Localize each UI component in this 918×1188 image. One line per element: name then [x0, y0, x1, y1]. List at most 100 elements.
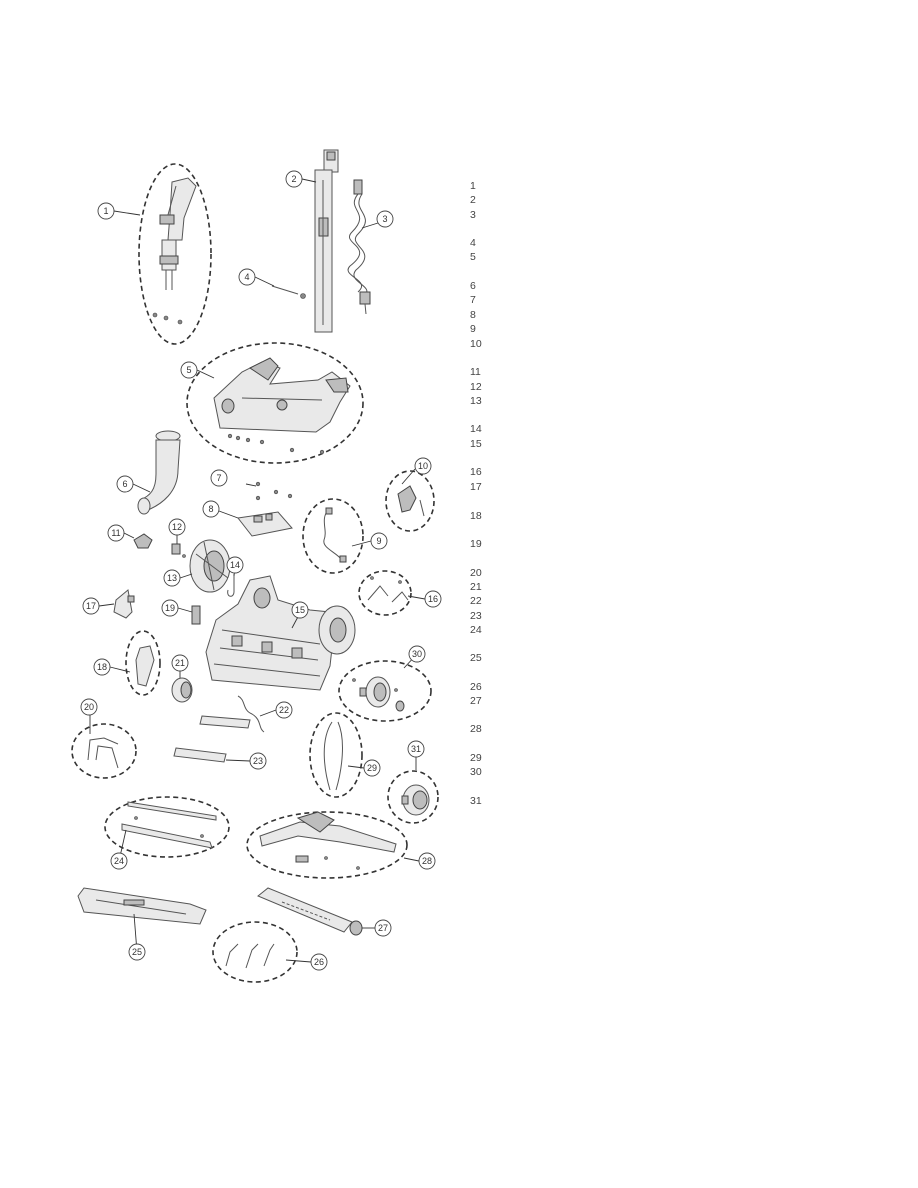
parts-list-number: 28: [470, 723, 482, 735]
parts-list-number: 6: [470, 280, 476, 292]
group-outline-28: [246, 811, 408, 879]
svg-text:13: 13: [167, 573, 177, 583]
callout-12[interactable]: 12: [168, 518, 186, 536]
callout-bubbles: 1 2 3 4 5 6 7 8 9 10 11 12 13 14 15 16 1…: [80, 170, 442, 971]
callout-16[interactable]: 16: [424, 590, 442, 608]
group-outline-31: [387, 770, 439, 824]
svg-text:7: 7: [216, 473, 221, 483]
callout-30[interactable]: 30: [408, 645, 426, 663]
group-outline-5: [186, 342, 364, 464]
callout-31[interactable]: 31: [407, 740, 425, 758]
parts-list-number: 20: [470, 567, 482, 579]
part-blades-24: [121, 801, 217, 849]
group-outline-16: [358, 570, 412, 616]
parts-list-number: 24: [470, 624, 482, 636]
parts-list-number: 30: [470, 766, 482, 778]
part-handle-grip: [152, 177, 197, 325]
parts-list-number: 27: [470, 695, 482, 707]
callout-7[interactable]: 7: [210, 469, 228, 487]
part-pulley-21: [171, 677, 193, 703]
parts-list-number: 25: [470, 652, 482, 664]
callout-17[interactable]: 17: [82, 597, 100, 615]
part-springs-26: [225, 943, 275, 969]
parts-list-number: 22: [470, 595, 482, 607]
callout-21[interactable]: 21: [171, 654, 189, 672]
callout-29[interactable]: 29: [363, 759, 381, 777]
svg-text:25: 25: [132, 947, 142, 957]
callout-19[interactable]: 19: [161, 599, 179, 617]
callout-8[interactable]: 8: [202, 500, 220, 518]
callout-4[interactable]: 4: [238, 268, 256, 286]
callout-1[interactable]: 1: [97, 202, 115, 220]
callout-3[interactable]: 3: [376, 210, 394, 228]
svg-text:2: 2: [291, 174, 296, 184]
svg-text:23: 23: [253, 756, 263, 766]
svg-text:29: 29: [367, 763, 377, 773]
callout-5[interactable]: 5: [180, 361, 198, 379]
part-door-19: [191, 605, 201, 625]
callout-15[interactable]: 15: [291, 601, 309, 619]
svg-text:20: 20: [84, 702, 94, 712]
part-screws-7: [255, 481, 293, 501]
parts-list-number: 8: [470, 309, 476, 321]
svg-text:11: 11: [111, 528, 120, 538]
svg-text:26: 26: [314, 957, 324, 967]
svg-text:17: 17: [86, 601, 96, 611]
svg-text:24: 24: [114, 856, 124, 866]
callout-25[interactable]: 25: [128, 943, 146, 961]
svg-text:18: 18: [97, 662, 107, 672]
svg-text:6: 6: [122, 479, 127, 489]
callout-22[interactable]: 22: [275, 701, 293, 719]
parts-list-number: 4: [470, 237, 476, 249]
parts-list-number: 29: [470, 752, 482, 764]
part-bracket-11: [133, 533, 153, 549]
group-outline-18: [125, 630, 161, 696]
part-wire-harness: [323, 507, 347, 563]
svg-text:30: 30: [412, 649, 422, 659]
callout-18[interactable]: 18: [93, 658, 111, 676]
parts-list-number: 16: [470, 466, 482, 478]
svg-text:8: 8: [208, 504, 213, 514]
svg-text:14: 14: [230, 560, 240, 570]
callout-14[interactable]: 14: [226, 556, 244, 574]
svg-text:22: 22: [279, 705, 289, 715]
callout-11[interactable]: 11: [107, 524, 125, 542]
callout-2[interactable]: 2: [285, 170, 303, 188]
part-pedal-18: [135, 645, 155, 687]
parts-list-number: 23: [470, 610, 482, 622]
callout-13[interactable]: 13: [163, 569, 181, 587]
svg-text:16: 16: [428, 594, 438, 604]
callout-10[interactable]: 10: [414, 457, 432, 475]
group-outline-26: [212, 921, 298, 983]
part-drawings: [77, 149, 430, 969]
callout-28[interactable]: 28: [418, 852, 436, 870]
group-outline-24: [104, 796, 230, 858]
svg-text:19: 19: [165, 603, 175, 613]
callout-6[interactable]: 6: [116, 475, 134, 493]
part-pin: [271, 285, 306, 299]
callout-20[interactable]: 20: [80, 698, 98, 716]
callout-23[interactable]: 23: [249, 752, 267, 770]
group-outline-9: [302, 498, 364, 574]
callout-24[interactable]: 24: [110, 852, 128, 870]
part-bracket-20: [87, 737, 119, 769]
callout-9[interactable]: 9: [370, 532, 388, 550]
part-clip-10: [397, 485, 425, 517]
svg-text:1: 1: [103, 206, 108, 216]
part-elbow-hose: [137, 430, 181, 515]
parts-list-number: 1: [470, 180, 476, 192]
group-outlines: [71, 163, 439, 983]
part-switch-12: [171, 543, 186, 558]
parts-list-number: 13: [470, 395, 482, 407]
parts-list-number: 3: [470, 209, 476, 221]
parts-list-number: 9: [470, 323, 476, 335]
parts-list-number: 18: [470, 510, 482, 522]
parts-list-number: 5: [470, 251, 476, 263]
parts-list-number: 17: [470, 481, 482, 493]
callout-26[interactable]: 26: [310, 953, 328, 971]
leader-lines: [89, 178, 426, 963]
callout-27[interactable]: 27: [374, 919, 392, 937]
part-brushroll-27: [257, 887, 363, 936]
part-bar-22: [199, 695, 265, 733]
group-outline-29: [309, 712, 363, 798]
